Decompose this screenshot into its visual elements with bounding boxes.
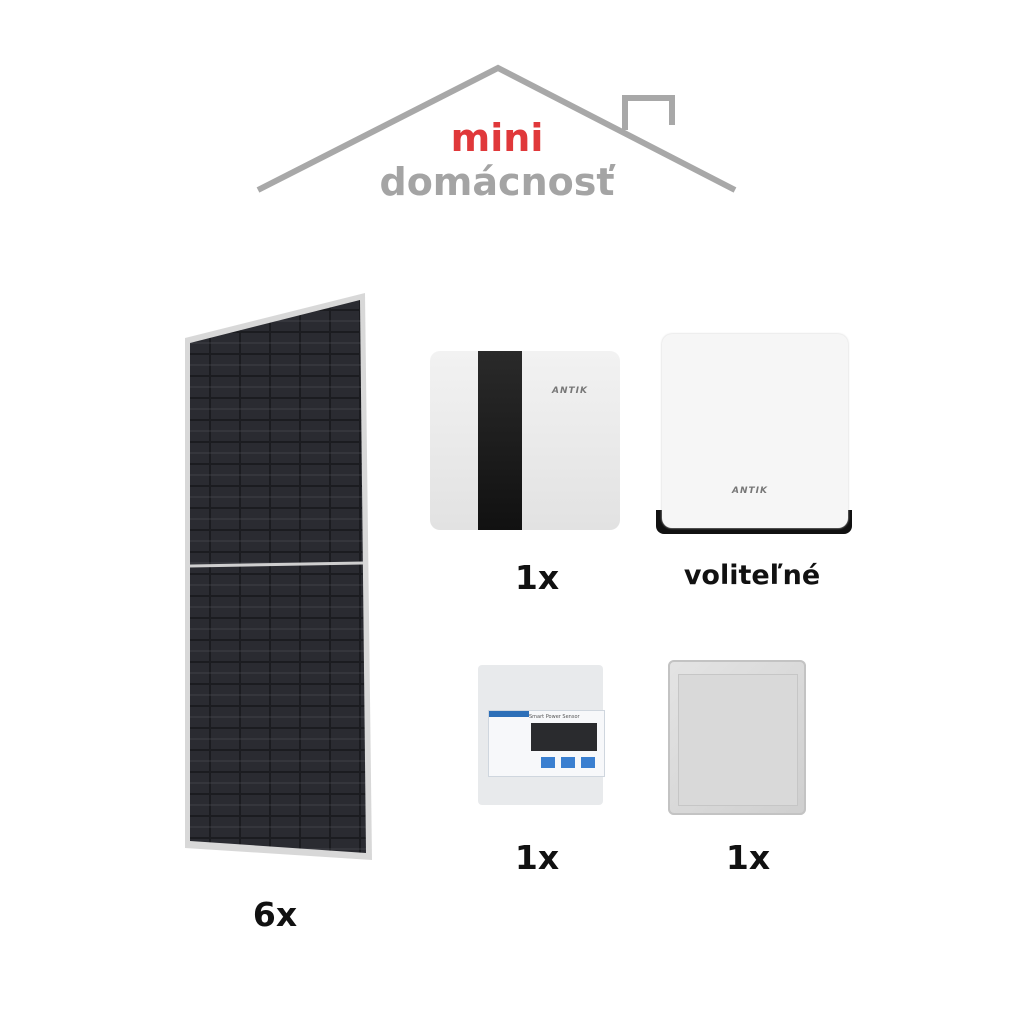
logo-domacnost-text: domácnosť	[379, 160, 615, 204]
inverter-quantity: 1x	[514, 558, 560, 597]
panel-quantity: 6x	[252, 895, 298, 934]
battery-image: ANTIK	[662, 334, 848, 528]
inverter-brand: ANTIK	[552, 386, 588, 396]
junction-box-image	[668, 660, 806, 815]
inverter-image: ANTIK	[430, 351, 620, 530]
solar-panel-image	[185, 293, 372, 860]
meter-display	[531, 723, 597, 751]
logo-mini-text: mini	[450, 116, 544, 160]
battery-optional-label: voliteľné	[683, 560, 821, 591]
meter-quantity: 1x	[514, 838, 560, 877]
smart-meter-image: Smart Power Sensor	[478, 665, 605, 805]
meter-front-panel: Smart Power Sensor	[488, 710, 605, 777]
inverter-display-strip	[478, 351, 522, 530]
meter-label: Smart Power Sensor	[529, 714, 580, 720]
battery-brand: ANTIK	[732, 486, 768, 496]
junction-box-lid	[678, 674, 798, 806]
house-roof-logo	[256, 64, 737, 193]
junction-box-quantity: 1x	[725, 838, 771, 877]
